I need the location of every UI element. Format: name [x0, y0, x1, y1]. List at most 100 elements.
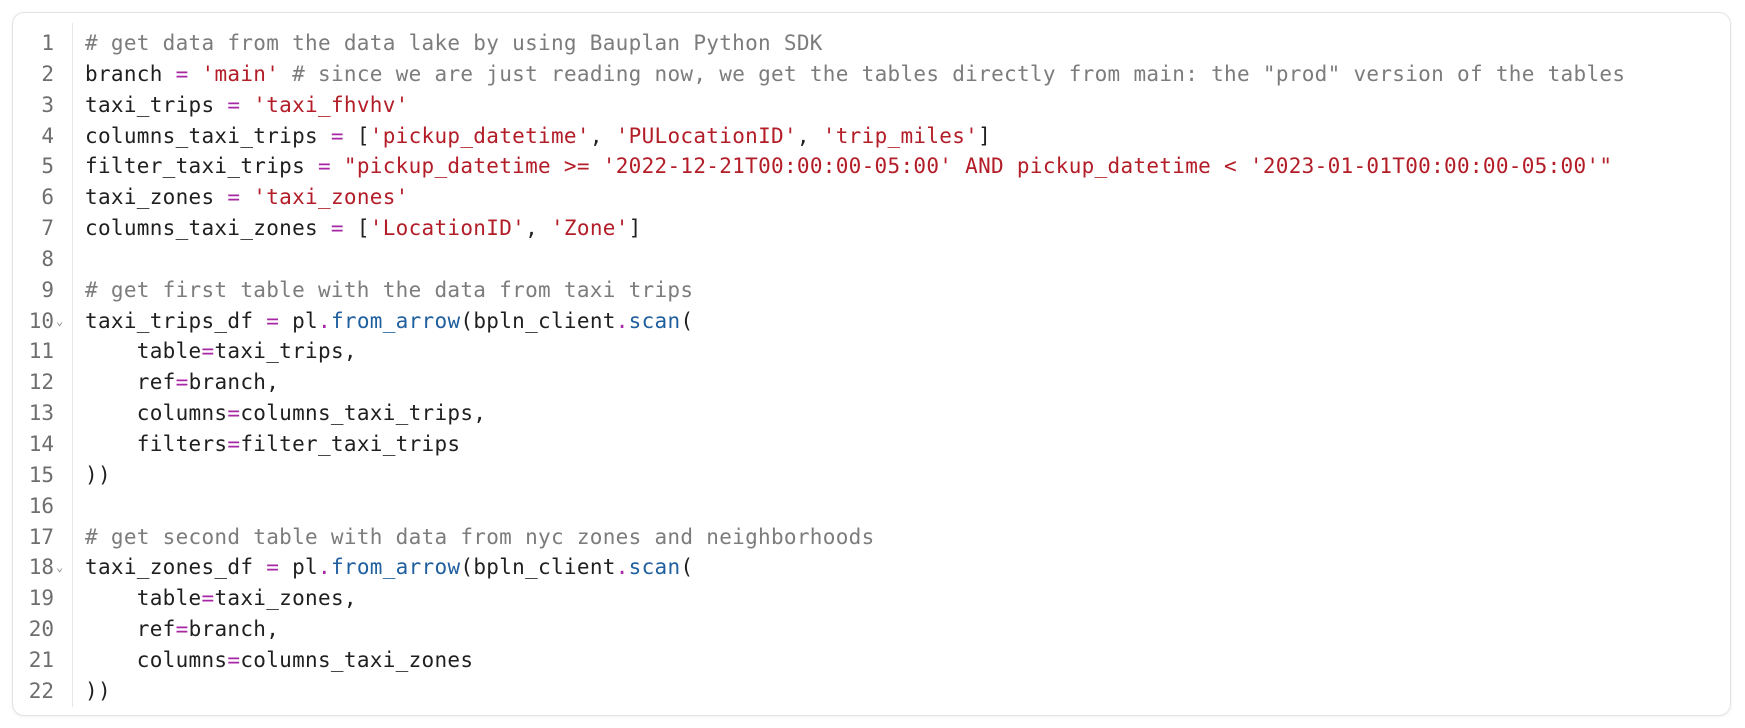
line-number: 18	[28, 555, 54, 580]
gutter-divider	[72, 23, 73, 707]
code-line[interactable]: 4 columns_taxi_trips = ['pickup_datetime'…	[13, 121, 1730, 152]
code-line[interactable]: 8	[13, 244, 1730, 275]
line-number: 2	[41, 61, 54, 86]
code-text: branch,	[188, 617, 280, 642]
line-number: 8	[41, 246, 54, 271]
code-comment: # get first table with the data from tax…	[85, 277, 694, 302]
line-number: 10	[28, 308, 54, 333]
code-operator: =	[317, 154, 331, 179]
code-line[interactable]: 17# get second table with data from nyc …	[13, 522, 1730, 553]
code-comment: # since we are just reading now, we get …	[292, 61, 1626, 86]
code-text: (bpln_client	[460, 308, 616, 333]
code-line[interactable]: 19 table=taxi_zones,	[13, 583, 1730, 614]
code-text: [	[343, 216, 370, 241]
code-text: taxi_trips_df	[85, 308, 267, 333]
code-text: ,	[525, 216, 551, 241]
code-line[interactable]: 1# get data from the data lake by using …	[13, 28, 1730, 59]
code-text: table	[85, 339, 202, 364]
line-content: table=taxi_trips,	[85, 336, 357, 367]
code-line[interactable]: 12 ref=branch,	[13, 367, 1730, 398]
code-text: pl	[279, 555, 318, 580]
code-operator: =	[330, 123, 344, 148]
code-text: ref	[85, 370, 176, 395]
code-string: "pickup_datetime >= '2022-12-21T00:00:00…	[343, 154, 1613, 179]
line-number: 13	[28, 401, 54, 426]
line-content: ref=branch,	[85, 614, 279, 645]
code-operator: .	[318, 308, 331, 333]
code-text: taxi_zones_df	[85, 555, 267, 580]
code-line[interactable]: 18⌄taxi_zones_df = pl.from_arrow(bpln_cl…	[13, 552, 1730, 583]
code-operator: .	[318, 555, 331, 580]
line-content: taxi_zones_df = pl.from_arrow(bpln_clien…	[85, 552, 693, 583]
line-number: 9	[41, 277, 54, 302]
code-editor[interactable]: 1# get data from the data lake by using …	[12, 12, 1731, 716]
code-text	[189, 62, 202, 86]
line-content: ))	[85, 676, 111, 707]
line-number: 12	[28, 370, 54, 395]
code-text: ))	[85, 678, 111, 703]
code-text: columns_taxi_zones	[240, 647, 474, 672]
line-content: taxi_trips_df = pl.from_arrow(bpln_clien…	[85, 306, 693, 337]
code-text: ]	[628, 216, 642, 241]
line-content: columns_taxi_zones = ['LocationID', 'Zon…	[85, 213, 642, 244]
code-operator: =	[201, 339, 215, 364]
code-line[interactable]: 22))	[13, 676, 1730, 707]
code-function: from_arrow	[330, 555, 461, 580]
line-content: # get second table with data from nyc zo…	[85, 522, 875, 553]
code-text: columns	[85, 647, 228, 672]
line-content: columns=columns_taxi_zones	[85, 645, 473, 676]
code-line[interactable]: 9 # get first table with the data from ta…	[13, 275, 1730, 306]
code-text: (bpln_client	[460, 555, 616, 580]
line-content: columns=columns_taxi_trips,	[85, 398, 486, 429]
code-text: branch,	[188, 370, 280, 395]
fold-chevron-icon[interactable]: ⌄	[56, 313, 64, 328]
line-number: 21	[28, 647, 54, 672]
code-text: filter_taxi_trips	[85, 154, 318, 179]
code-text	[240, 185, 253, 209]
code-string: 'taxi_zones'	[253, 185, 409, 210]
line-number: 6	[41, 185, 54, 210]
fold-chevron-icon[interactable]: ⌄	[56, 560, 64, 575]
line-content: filter_taxi_trips = "pickup_datetime >= …	[85, 151, 1612, 182]
code-area[interactable]: 1# get data from the data lake by using …	[13, 28, 1730, 707]
code-line[interactable]: 14 filters=filter_taxi_trips	[13, 429, 1730, 460]
code-text: taxi_trips	[85, 92, 228, 117]
code-line[interactable]: 11 table=taxi_trips,	[13, 336, 1730, 367]
code-text: branch	[85, 61, 176, 86]
code-string: 'pickup_datetime'	[369, 123, 590, 148]
code-line[interactable]: 20 ref=branch,	[13, 614, 1730, 645]
code-operator: =	[175, 61, 189, 86]
code-text: (	[680, 308, 694, 333]
code-text	[279, 62, 292, 86]
code-text: (	[680, 555, 694, 580]
line-number: 4	[41, 123, 54, 148]
code-string: 'LocationID'	[369, 216, 526, 241]
code-string: 'Zone'	[550, 216, 629, 241]
code-function: from_arrow	[330, 308, 461, 333]
line-number: 14	[28, 431, 54, 456]
code-operator: =	[175, 617, 189, 642]
code-comment: # get second table with data from nyc zo…	[85, 524, 875, 549]
code-line[interactable]: 10⌄taxi_trips_df = pl.from_arrow(bpln_cl…	[13, 306, 1730, 337]
code-text: ,	[796, 123, 823, 148]
code-line[interactable]: 16	[13, 491, 1730, 522]
code-text: columns_taxi_trips	[85, 123, 331, 148]
code-line[interactable]: 21 columns=columns_taxi_zones	[13, 645, 1730, 676]
line-number: 20	[28, 617, 54, 642]
line-number: 22	[28, 678, 54, 703]
code-operator: .	[615, 555, 629, 580]
code-text: taxi_trips,	[214, 339, 357, 364]
code-line[interactable]: 13 columns=columns_taxi_trips,	[13, 398, 1730, 429]
code-text: columns_taxi_trips,	[240, 401, 487, 426]
line-content: columns_taxi_trips = ['pickup_datetime',…	[85, 121, 991, 152]
code-text	[240, 93, 253, 117]
code-operator: =	[175, 370, 189, 395]
code-line[interactable]: 15))	[13, 460, 1730, 491]
line-content: ref=branch,	[85, 367, 279, 398]
line-content: table=taxi_zones,	[85, 583, 357, 614]
